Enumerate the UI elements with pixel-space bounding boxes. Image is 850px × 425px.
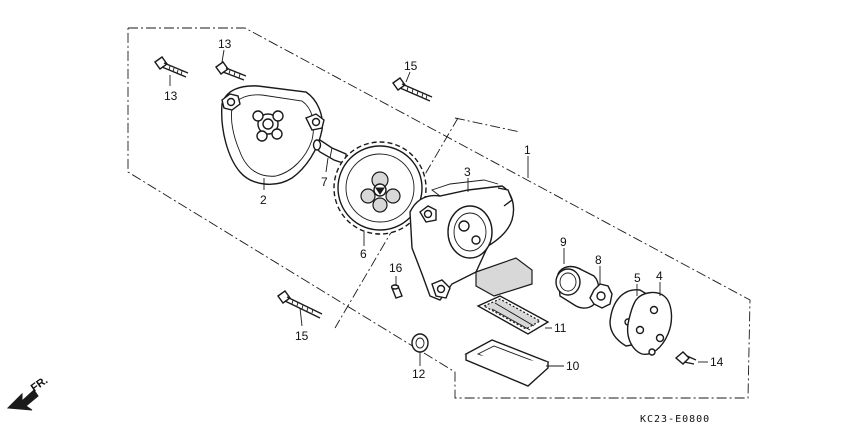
callout-3: 3 (464, 165, 471, 179)
callout-11: 11 (554, 321, 567, 335)
callout-15-bottom: 15 (295, 329, 309, 343)
callout-9: 9 (560, 235, 567, 249)
driven-gear-6 (333, 141, 427, 246)
bolt-15-bottom (277, 290, 323, 327)
callout-6: 6 (360, 247, 367, 261)
callout-14: 14 (710, 355, 724, 369)
callout-10: 10 (566, 359, 580, 373)
pump-shaft-7 (312, 139, 347, 173)
rear-cover-4 (626, 282, 673, 356)
inner-rotor-8 (589, 266, 613, 309)
outer-rotor-9 (555, 248, 600, 309)
callout-13-top: 13 (218, 37, 232, 51)
front-arrow-icon (6, 389, 39, 411)
callout-5: 5 (634, 271, 641, 285)
bolt-13-top (215, 49, 247, 81)
callout-4: 4 (656, 269, 663, 283)
callout-1: 1 (524, 143, 531, 157)
callout-8: 8 (595, 253, 602, 267)
dowel-pin-16 (390, 276, 403, 299)
bolt-13-left (154, 56, 189, 86)
callout-13-left: 13 (164, 89, 178, 103)
bolt-14 (674, 351, 708, 365)
callout-15-top: 15 (404, 59, 418, 73)
pump-body-3 (409, 178, 533, 301)
callout-2: 2 (260, 193, 267, 207)
callout-12: 12 (412, 367, 426, 381)
sealing-washer-12 (411, 333, 429, 366)
callout-16: 16 (389, 261, 403, 275)
pump-cover-2 (220, 85, 325, 190)
strainer-screen-11 (476, 295, 552, 335)
bolt-15-top (392, 71, 433, 102)
callout-7: 7 (321, 175, 328, 189)
drawing-code: KC23-E0800 (640, 414, 710, 425)
strainer-gasket-10 (464, 339, 564, 387)
